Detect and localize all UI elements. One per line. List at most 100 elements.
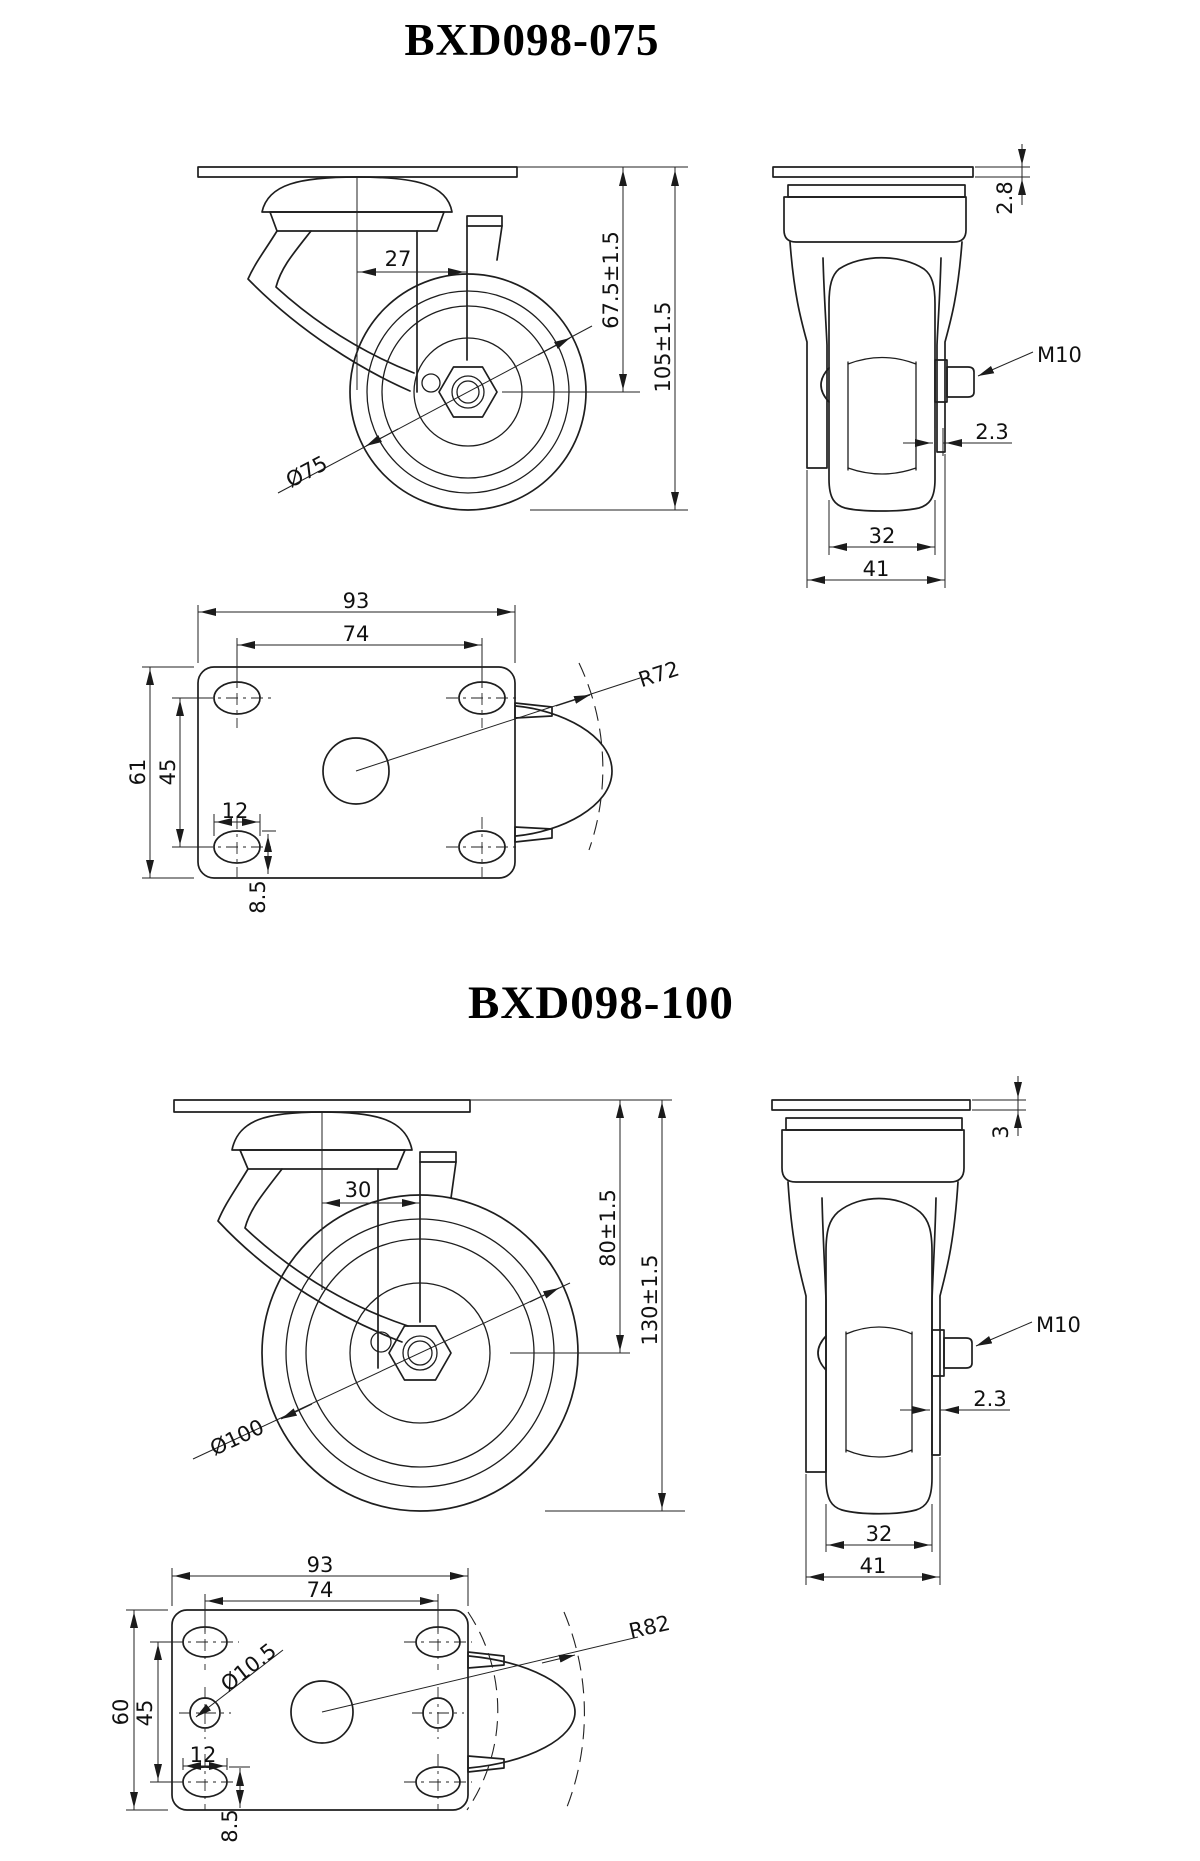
- wheel-front: [828, 256, 936, 512]
- dim-offset: 30: [345, 1178, 372, 1202]
- corner-swing-arc: [466, 1611, 499, 1811]
- dim-thread: M10: [1037, 343, 1082, 367]
- dim-offset: 27: [385, 247, 412, 271]
- mounting-plate: [197, 662, 613, 879]
- dim-fork-width: 41: [860, 1554, 887, 1578]
- front-view-bxd098-100: 3 M10 2.3 32 41: [771, 1076, 1081, 1585]
- swing-radius-arc: [563, 1611, 585, 1813]
- fork-tab-top: [514, 702, 553, 719]
- axle-washer: [931, 1329, 945, 1377]
- fork-tab: [419, 1151, 457, 1163]
- swing-radius-arc: [578, 662, 604, 851]
- dim-plate-width: 93: [343, 589, 370, 613]
- fork-tab: [466, 215, 503, 227]
- mounting-plate: [171, 1609, 585, 1813]
- axle-bolt: [946, 366, 975, 398]
- hub-cap-left: [820, 367, 830, 403]
- thread-leader: [977, 351, 1034, 377]
- top-plate: [771, 1099, 971, 1111]
- dim-bolt-span-x: 74: [343, 622, 370, 646]
- swivel-collar: [787, 184, 966, 198]
- dim-slot-width: 12: [190, 1743, 217, 1767]
- fork-leg-outer: [217, 1168, 403, 1343]
- dim-wheel-width: 32: [869, 524, 896, 548]
- axle-nut: [438, 366, 498, 418]
- dim-bolt-span-y: 45: [156, 759, 180, 786]
- dim-wheel-diameter: Ø75: [282, 451, 331, 493]
- side-view-bxd098-075: 27 Ø75 67.5±1.5 105±1.5: [197, 166, 688, 511]
- kingpin-hole: [322, 737, 390, 805]
- front-view-bxd098-075: 2.8 M10 2.3 32 41: [772, 144, 1082, 588]
- dim-overall-height: 105±1.5: [651, 301, 675, 392]
- side-dimensions: 30 Ø100 80±1.5 130±1.5: [192, 1099, 685, 1512]
- swivel-housing: [783, 196, 967, 243]
- radius-leader: [321, 1636, 639, 1713]
- fork-leg-inner: [244, 1168, 409, 1327]
- top-plate: [197, 166, 518, 178]
- swivel-collar: [239, 1149, 406, 1170]
- fork-tab-bottom: [514, 826, 553, 843]
- hub-cap-left: [817, 1335, 827, 1371]
- dim-hub-gap: 2.3: [975, 420, 1008, 444]
- fork-leg-right: [931, 1181, 959, 1456]
- dim-mount-height: 80±1.5: [596, 1189, 620, 1267]
- plate-outline: [197, 666, 516, 879]
- fork-leg-inner: [275, 230, 415, 374]
- caster-front-outline: [771, 1099, 973, 1515]
- axle-tab: [370, 1331, 392, 1353]
- dim-mount-height: 67.5±1.5: [599, 231, 623, 329]
- dim-slot-width: 12: [222, 799, 249, 823]
- plate-outline: [171, 1609, 469, 1811]
- fork-tab-bottom: [467, 1755, 505, 1773]
- dim-bolt-span-x: 74: [307, 1578, 334, 1602]
- swivel-collar: [269, 211, 445, 232]
- wheel-front: [825, 1197, 933, 1515]
- fork-leg-left: [787, 1181, 827, 1473]
- dim-slot-height: 8.5: [218, 1809, 242, 1842]
- side-dimensions: 27 Ø75 67.5±1.5 105±1.5: [277, 166, 688, 511]
- side-view-bxd098-100: 30 Ø100 80±1.5 130±1.5: [173, 1099, 685, 1512]
- dim-swing-radius: R82: [627, 1611, 673, 1644]
- thread-leader: [975, 1321, 1033, 1347]
- plate-view-bxd098-100: 93 74 60 45 Ø10.5 12 8.5: [109, 1553, 672, 1843]
- dim-fork-width: 41: [863, 557, 890, 581]
- dim-plate-thickness: 3: [989, 1125, 1013, 1138]
- fork-leg-left: [789, 241, 828, 469]
- fork-leg-outer: [247, 230, 411, 392]
- dim-plate-thickness: 2.8: [993, 181, 1017, 214]
- dim-plate-width: 93: [307, 1553, 334, 1577]
- swivel-housing: [781, 1129, 965, 1183]
- wheel-profile: [515, 705, 613, 837]
- radius-leader: [355, 677, 641, 772]
- dim-swing-radius: R72: [635, 657, 682, 693]
- model-title-bxd098-075: BXD098-075: [404, 15, 660, 65]
- dim-thread: M10: [1036, 1313, 1081, 1337]
- swivel-collar: [785, 1117, 963, 1131]
- dim-wheel-width: 32: [866, 1522, 893, 1546]
- dim-plate-depth: 61: [126, 759, 150, 786]
- wheel-profile: [468, 1655, 576, 1769]
- dim-hub-gap: 2.3: [973, 1387, 1006, 1411]
- diameter-line: [192, 1282, 571, 1460]
- fork-tab-top: [467, 1651, 505, 1669]
- top-plate: [772, 166, 974, 178]
- axle-nut: [388, 1325, 452, 1381]
- model-title-bxd098-100: BXD098-100: [468, 977, 734, 1029]
- plate-view-bxd098-075: 93 74 61 45 12 8.5 R72: [126, 589, 682, 914]
- axle-tab: [421, 373, 441, 393]
- front-dimensions: 3 M10 2.3 32 41: [805, 1076, 1081, 1585]
- dim-slot-height: 8.5: [246, 880, 270, 913]
- kingpin-hole: [290, 1680, 354, 1744]
- dim-bolt-span-y: 45: [133, 1700, 157, 1727]
- front-dimensions: 2.8 M10 2.3 32 41: [806, 144, 1082, 588]
- hole-dia-leader: [195, 1649, 284, 1718]
- plate-dimensions: 93 74 60 45 Ø10.5 12 8.5: [109, 1553, 672, 1843]
- caster-front-outline: [772, 166, 975, 512]
- fork-leg-right: [936, 241, 963, 453]
- dim-overall-height: 130±1.5: [638, 1254, 662, 1345]
- top-plate: [173, 1099, 471, 1113]
- plate-dimensions: 93 74 61 45 12 8.5 R72: [126, 589, 682, 914]
- dim-plate-depth: 60: [109, 1699, 133, 1726]
- axle-bolt: [943, 1337, 973, 1369]
